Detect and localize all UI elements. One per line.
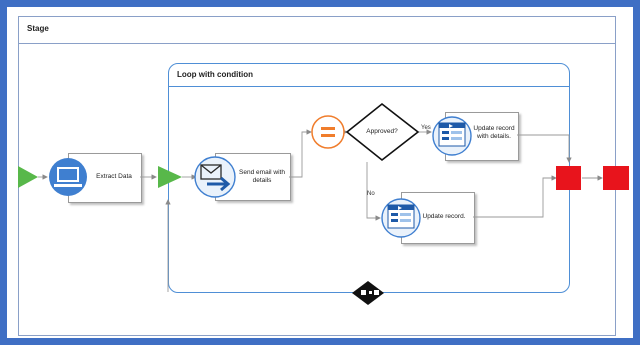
stage-end-marker	[603, 166, 629, 190]
stage-header: Stage	[19, 17, 615, 44]
stage-title: Stage	[27, 24, 49, 33]
extract-data-label: Extract Data	[96, 173, 132, 180]
loop-start-marker	[158, 166, 182, 188]
edge-record-end	[473, 175, 557, 218]
equals-icon	[311, 115, 345, 149]
update-record-label: Update record.	[422, 213, 466, 220]
loop-end-marker	[556, 166, 581, 190]
update-with-details-label: Update record with details.	[473, 125, 515, 140]
decision-diamond	[345, 102, 420, 162]
edge-details-end	[517, 134, 572, 163]
form-record-icon-details	[432, 116, 472, 156]
loop-title: Loop with condition	[177, 70, 253, 79]
edge-decision-no	[366, 162, 381, 221]
loop-marker-icon	[352, 281, 384, 305]
computer-screen-icon	[49, 158, 87, 196]
edge-email-condition	[289, 129, 312, 178]
loop-header: Loop with condition	[169, 64, 569, 87]
send-email-label: Send email with details	[239, 169, 285, 184]
form-record-icon-record	[381, 198, 421, 238]
no-edge-label: No	[367, 191, 375, 197]
stage-start-marker	[18, 166, 38, 188]
yes-edge-label: Yes	[421, 125, 431, 131]
decision-label: Approved?	[366, 128, 398, 135]
update-record-node[interactable]	[401, 192, 475, 244]
envelope-send-icon	[194, 156, 236, 198]
